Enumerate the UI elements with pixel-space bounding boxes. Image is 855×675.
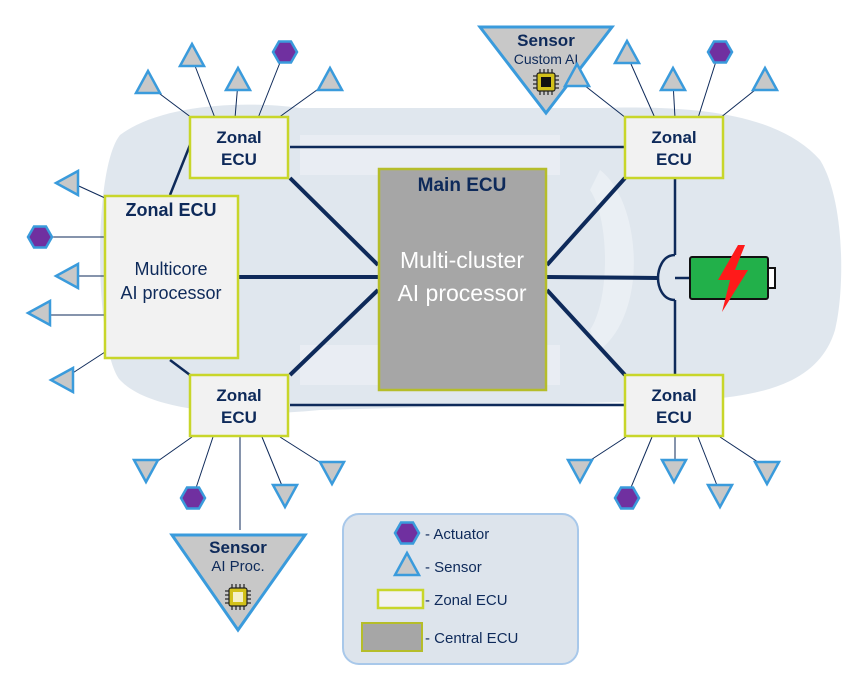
sensor-icon bbox=[54, 262, 80, 290]
sensor-icon bbox=[26, 299, 52, 327]
zonal-tr-line1: Zonal bbox=[651, 128, 696, 147]
main-ecu-line2: AI processor bbox=[397, 280, 526, 306]
sensor-icon bbox=[134, 69, 162, 95]
battery-icon bbox=[689, 245, 776, 312]
sensor-bottom-title: Sensor bbox=[209, 538, 267, 557]
zonal-br-line2: ECU bbox=[656, 408, 692, 427]
zonal-tl-line1: Zonal bbox=[216, 128, 261, 147]
main-ecu: Main ECU Multi-cluster AI processor bbox=[377, 167, 548, 392]
sensor-custom-ai: Sensor Custom AI bbox=[476, 25, 616, 116]
sensor-icon bbox=[659, 66, 687, 92]
sensor-icon bbox=[751, 66, 779, 92]
actuator-icon bbox=[613, 486, 641, 510]
zonal-tl-line2: ECU bbox=[221, 150, 257, 169]
sensor-bottom-subtitle: AI Proc. bbox=[211, 558, 264, 575]
actuator-icon bbox=[706, 40, 734, 64]
legend-actuator-label: - Actuator bbox=[425, 526, 489, 543]
sensor-icon bbox=[318, 460, 346, 486]
zonal-ecu-bottom-left: Zonal ECU bbox=[188, 373, 290, 438]
actuator-icon bbox=[179, 486, 207, 510]
legend-sensor-label: - Sensor bbox=[425, 559, 482, 576]
zonal-left-title: Zonal ECU bbox=[125, 200, 216, 220]
actuator-icon bbox=[271, 40, 299, 64]
zonal-ecu-top-left: Zonal ECU bbox=[188, 115, 290, 180]
legend-actuator-icon bbox=[393, 521, 421, 545]
zonal-tr-line2: ECU bbox=[656, 150, 692, 169]
zonal-bl-line1: Zonal bbox=[216, 386, 261, 405]
legend-zonal-swatch bbox=[376, 588, 425, 610]
sensor-top-subtitle: Custom AI bbox=[514, 51, 579, 67]
sensor-icon bbox=[566, 458, 594, 484]
zonal-left-line2: AI processor bbox=[120, 283, 221, 303]
sensor-ai-proc: Sensor AI Proc. bbox=[169, 533, 308, 633]
sensor-top-title: Sensor bbox=[517, 31, 575, 50]
actuator-icon bbox=[26, 225, 54, 249]
zonal-ecu-bottom-right: Zonal ECU bbox=[623, 373, 725, 438]
sensor-icon bbox=[660, 458, 688, 484]
backbone-links bbox=[168, 144, 690, 407]
sensor-icon bbox=[178, 42, 206, 68]
legend-central-label: - Central ECU bbox=[425, 630, 518, 647]
main-ecu-title: Main ECU bbox=[418, 175, 507, 196]
legend: - Actuator - Sensor - Zonal ECU - Centra… bbox=[342, 513, 579, 665]
legend-zonal-label: - Zonal ECU bbox=[425, 592, 508, 609]
sensor-icon bbox=[753, 460, 781, 486]
sensor-icon bbox=[224, 66, 252, 92]
sensor-icon bbox=[316, 66, 344, 92]
zonal-ecu-left-large: Zonal ECU Multicore AI processor bbox=[103, 194, 240, 360]
sensor-icon bbox=[132, 458, 160, 484]
zonal-left-line1: Multicore bbox=[134, 259, 207, 279]
zonal-br-line1: Zonal bbox=[651, 386, 696, 405]
main-ecu-line1: Multi-cluster bbox=[400, 247, 524, 273]
sensor-icon bbox=[271, 483, 299, 509]
sensor-icon bbox=[54, 169, 80, 197]
zonal-bl-line2: ECU bbox=[221, 408, 257, 427]
sensor-icon bbox=[706, 483, 734, 509]
zonal-ecu-top-right: Zonal ECU bbox=[623, 115, 725, 180]
sensor-icon bbox=[613, 39, 641, 65]
sensor-icon bbox=[49, 366, 75, 394]
legend-central-swatch bbox=[361, 622, 423, 652]
lightning-bolt-icon bbox=[718, 245, 748, 312]
